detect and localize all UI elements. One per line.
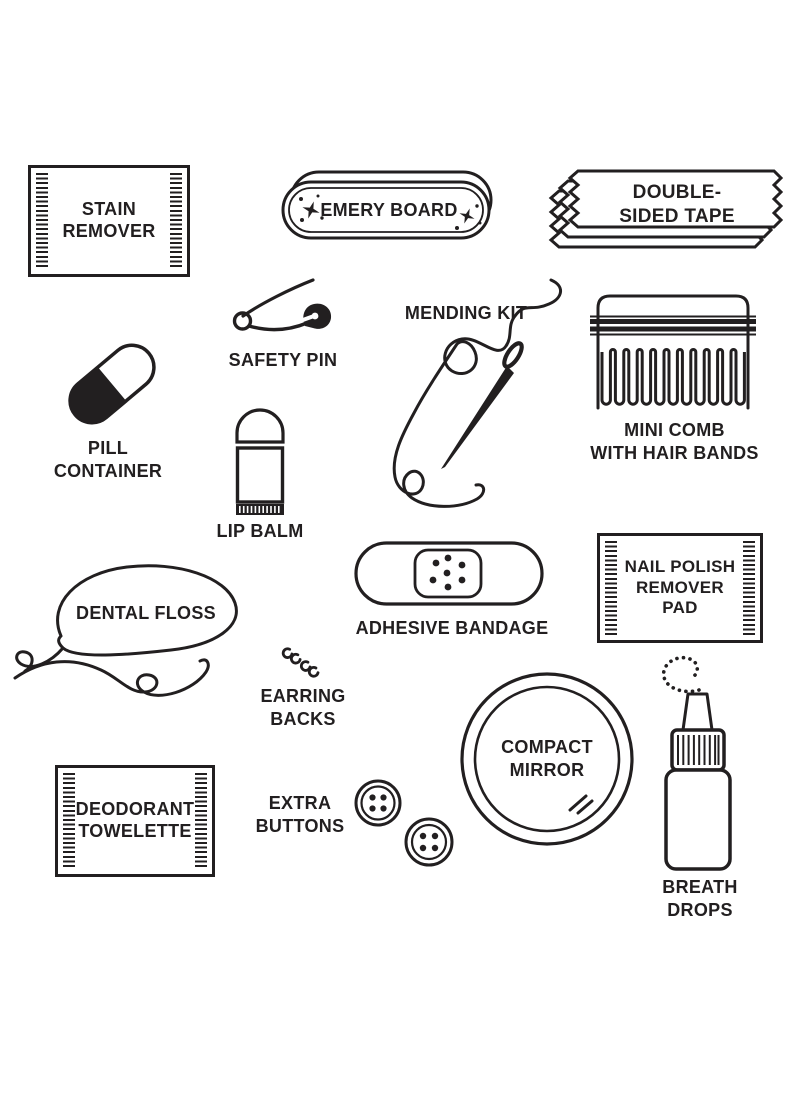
needle-icon <box>441 366 514 469</box>
adhesive-bandage-icon <box>353 540 545 610</box>
button-icon <box>354 779 402 827</box>
stain-remover-label: STAIN REMOVER <box>62 199 156 241</box>
extra-buttons-label: EXTRA BUTTONS <box>255 793 345 836</box>
mending-kit-icon <box>383 278 575 518</box>
double-sided-tape-icon <box>548 166 788 266</box>
lip-balm-label: LIP BALM <box>216 521 304 541</box>
mini-comb-icon <box>590 292 756 418</box>
scent-swirl-icon <box>661 656 701 694</box>
sparkle-icon <box>299 194 482 230</box>
earring-backs-label: EARRING BACKS <box>260 686 346 729</box>
deodorant-towelette-label: DEODORANT TOWELETTE <box>75 799 195 841</box>
nail-polish-pad-label: NAIL POLISH REMOVER PAD <box>624 556 736 618</box>
double-sided-tape-label: DOUBLE- SIDED TAPE <box>619 182 735 227</box>
thread-icon <box>392 278 562 508</box>
safety-pin-label: SAFETY PIN <box>228 350 338 370</box>
safety-pin-icon <box>228 273 340 335</box>
pill-container-icon <box>60 336 164 432</box>
extra-buttons-icon <box>350 775 458 870</box>
nail-polish-pad-packet-icon: NAIL POLISH REMOVER PAD <box>597 533 763 643</box>
compact-mirror-icon <box>458 670 636 848</box>
hair-bands-icon <box>590 315 756 336</box>
packet-serration <box>605 541 617 635</box>
breath-drops-label: BREATH DROPS <box>662 877 738 920</box>
adhesive-bandage-label: ADHESIVE BANDAGE <box>355 618 549 638</box>
comb-teeth-icon <box>600 348 746 406</box>
packet-serration <box>63 773 75 869</box>
packet-serration <box>195 773 207 869</box>
packet-serration <box>170 173 182 269</box>
mending-kit-label: MENDING KIT <box>404 303 528 323</box>
packet-serration <box>36 173 48 269</box>
lip-balm-icon <box>230 402 290 518</box>
mini-comb-label: MINI COMB WITH HAIR BANDS <box>590 420 759 463</box>
deodorant-towelette-packet-icon: DEODORANT TOWELETTE <box>55 765 215 877</box>
packet-serration <box>743 541 755 635</box>
compact-mirror-label: COMPACT MIRROR <box>501 737 593 780</box>
dental-floss-label: DENTAL FLOSS <box>76 603 216 623</box>
earring-backs-icon <box>278 645 336 685</box>
stain-remover-packet-icon: STAIN REMOVER <box>28 165 190 277</box>
emery-board-icon <box>281 170 495 242</box>
mirror-shine-icon <box>568 794 594 815</box>
bandage-pad-dots <box>429 554 466 591</box>
emery-board-label: EMERY BOARD <box>320 200 458 220</box>
breath-drops-icon <box>653 650 745 872</box>
dental-floss-icon <box>13 556 248 706</box>
pill-container-label: PILL CONTAINER <box>53 438 163 481</box>
button-icon <box>404 817 454 867</box>
